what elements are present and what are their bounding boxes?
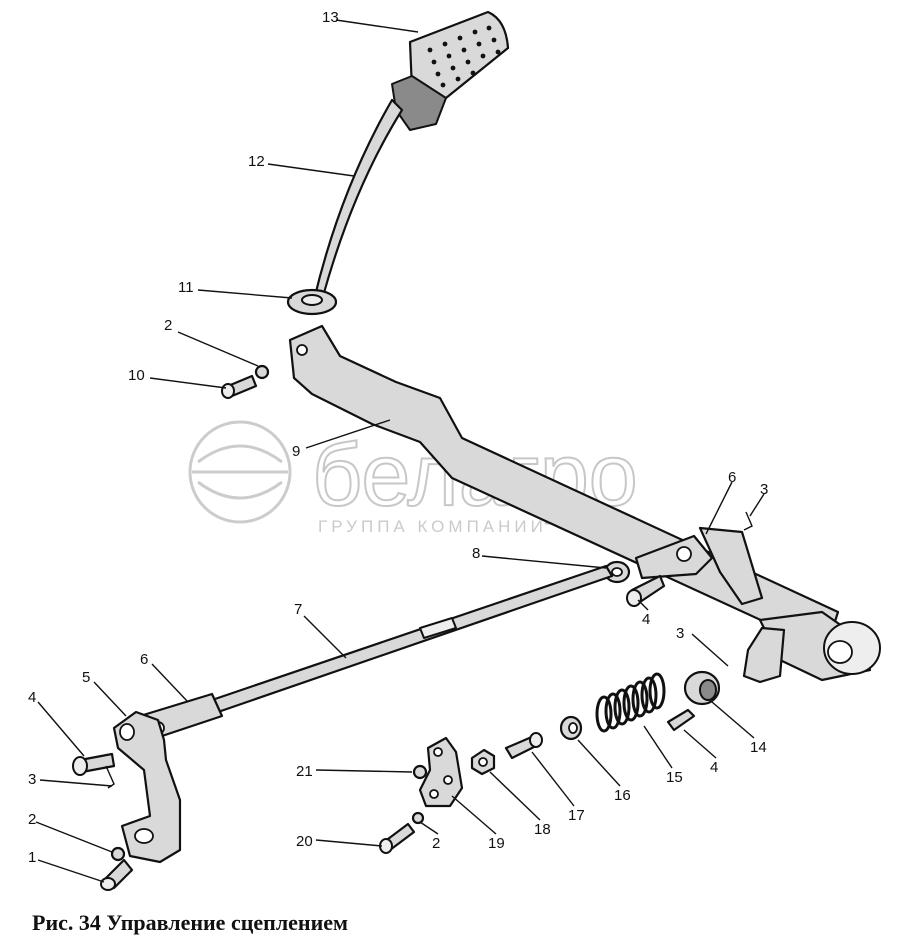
callout-4-left: 4 [28, 689, 36, 706]
callout-14: 14 [750, 739, 767, 756]
callout-11: 11 [178, 279, 194, 296]
callout-10: 10 [128, 367, 145, 384]
watermark-logo-icon [188, 420, 292, 524]
bolt-1 [100, 858, 134, 891]
callout-19: 19 [488, 835, 505, 852]
callout-20: 20 [296, 833, 313, 850]
cotter-pin-left [105, 765, 115, 789]
pedal-pad [391, 10, 510, 131]
pin-upper [626, 574, 666, 607]
callout-7: 7 [294, 601, 302, 618]
callout-2-upper: 2 [164, 317, 172, 334]
callout-6-upper: 6 [728, 469, 736, 486]
callout-15: 15 [666, 769, 683, 786]
callout-2-lower: 2 [432, 835, 440, 852]
callout-8: 8 [472, 545, 480, 562]
cotter-pin-upper [743, 511, 753, 531]
callout-12: 12 [248, 153, 265, 170]
spring-assembly [379, 670, 721, 854]
bell-crank-lever [112, 710, 182, 864]
washer-upper [254, 364, 270, 380]
callout-16: 16 [614, 787, 631, 804]
watermark-tagline: ГРУППА КОМПАНИИ [318, 517, 547, 536]
callout-1: 1 [28, 849, 36, 866]
leader-lines [35, 19, 765, 883]
callout-4-upper: 4 [642, 611, 650, 628]
callout-4-right: 4 [710, 759, 718, 776]
figure-caption: Рис. 34 Управление сцеплением [32, 910, 349, 935]
callout-13: 13 [322, 9, 339, 26]
callout-9: 9 [292, 443, 300, 460]
callout-labels: 13 12 11 2 10 9 6 3 8 4 7 3 6 5 4 3 2 1 … [28, 9, 768, 866]
fork-upper [634, 526, 764, 606]
callout-3-upper: 3 [760, 481, 768, 498]
bolt-left [72, 752, 116, 776]
callout-2-left: 2 [28, 811, 36, 828]
callout-21: 21 [296, 763, 313, 780]
pedal-washer [286, 288, 338, 316]
callout-17: 17 [568, 807, 585, 824]
callout-3-left: 3 [28, 771, 36, 788]
pedal-arm [312, 98, 404, 302]
callout-3-right: 3 [676, 625, 684, 642]
lower-lever [742, 626, 786, 684]
washer-left [110, 846, 126, 862]
shaft-bushing [758, 610, 881, 682]
callout-18: 18 [534, 821, 551, 838]
callout-5: 5 [82, 669, 90, 686]
callout-6-lower: 6 [140, 651, 148, 668]
connecting-rod [210, 564, 614, 714]
bolt-10 [221, 374, 258, 399]
